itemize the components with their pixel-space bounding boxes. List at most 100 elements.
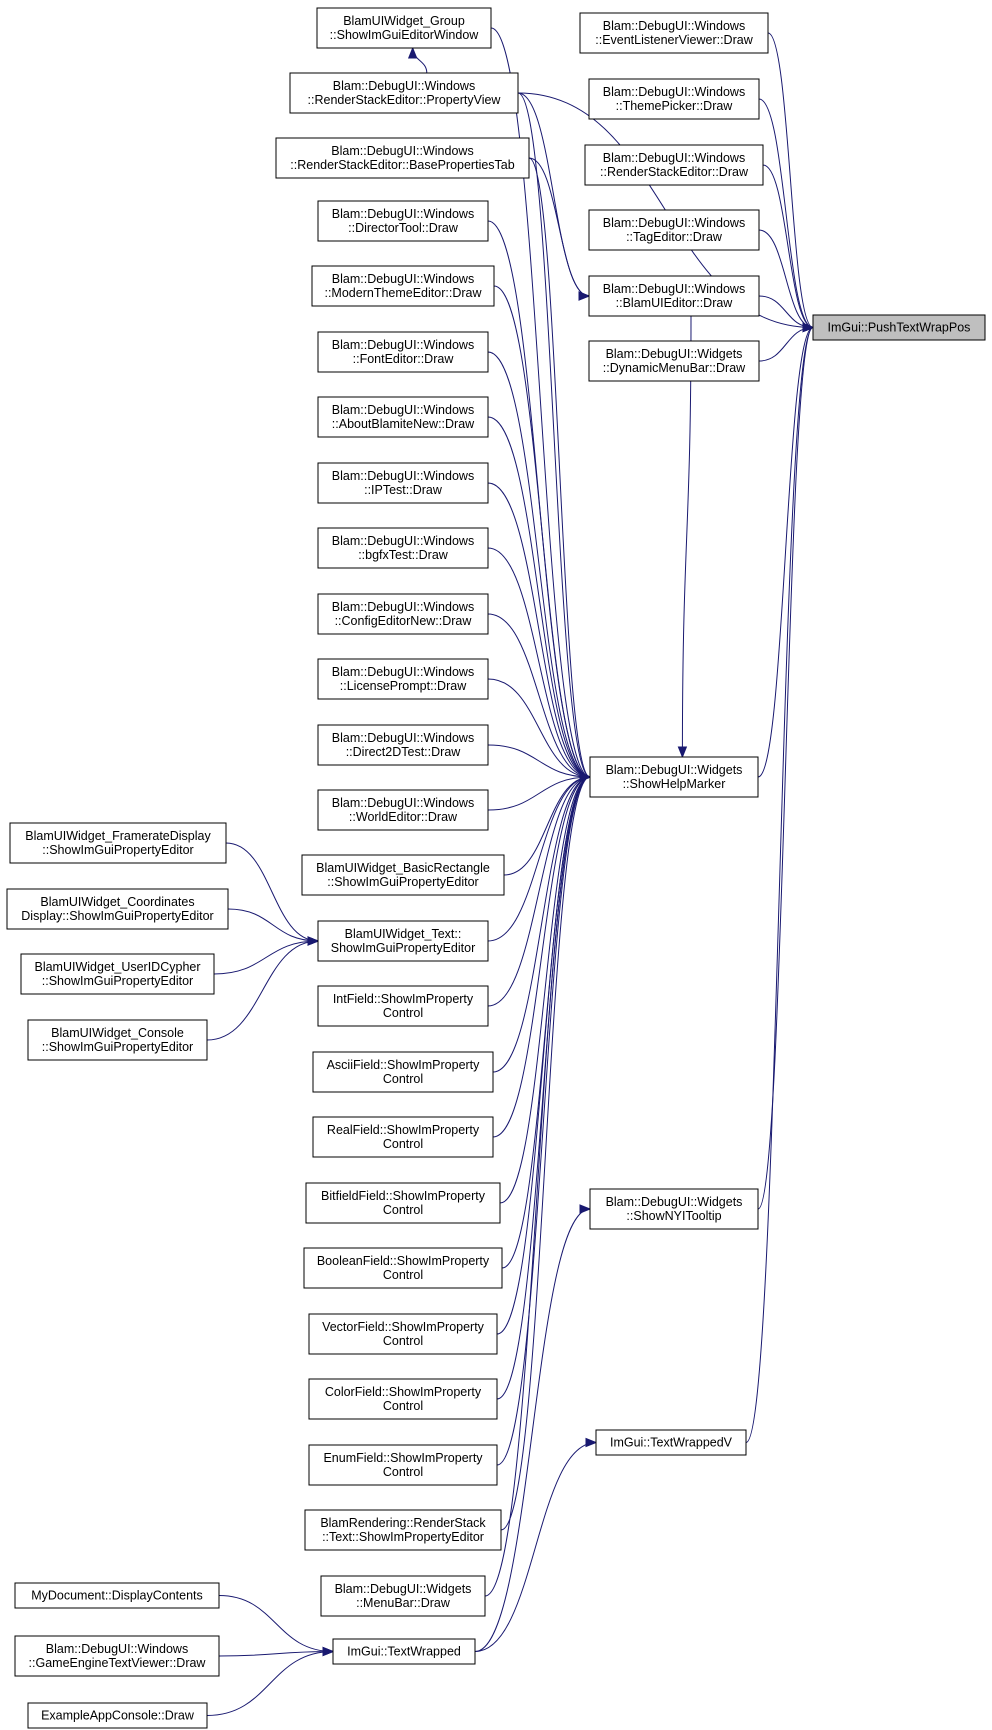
node-label: Display::ShowImGuiPropertyEditor — [21, 909, 213, 923]
node-label: Blam::DebugUI::Windows — [332, 731, 474, 745]
node-label: Blam::DebugUI::Windows — [332, 469, 474, 483]
node-mydoc[interactable]: MyDocument::DisplayContents — [14, 1582, 220, 1609]
edge-line — [528, 157, 590, 297]
node-help[interactable]: Blam::DebugUI::Widgets::ShowHelpMarker — [589, 756, 759, 798]
node-world[interactable]: Blam::DebugUI::Windows::WorldEditor::Dra… — [317, 789, 489, 831]
node-label: ::ShowImGuiPropertyEditor — [42, 843, 193, 857]
node-box — [589, 756, 759, 798]
node-uid[interactable]: BlamUIWidget_UserIDCypher::ShowImGuiProp… — [20, 953, 215, 995]
arrowhead — [579, 772, 592, 782]
node-cfg[interactable]: Blam::DebugUI::Windows::ConfigEditorNew:… — [317, 593, 489, 635]
node-tw[interactable]: ImGui::TextWrapped — [332, 1638, 476, 1665]
arrowhead — [407, 46, 418, 59]
node-label: ::bgfxTest::Draw — [358, 548, 449, 562]
node-ip[interactable]: Blam::DebugUI::Windows::IPTest::Draw — [317, 462, 489, 504]
node-label: ::FontEditor::Draw — [353, 352, 455, 366]
node-rstext[interactable]: BlamRendering::RenderStack::Text::ShowIm… — [304, 1509, 502, 1551]
node-label: Control — [383, 1006, 423, 1020]
edge-line — [487, 482, 591, 778]
node-box — [312, 1116, 494, 1158]
node-about[interactable]: Blam::DebugUI::Windows::AboutBlamiteNew:… — [317, 396, 489, 438]
node-theme[interactable]: Blam::DebugUI::Windows::ThemePicker::Dra… — [588, 78, 760, 120]
arrowhead — [677, 746, 688, 759]
node-coord[interactable]: BlamUIWidget_CoordinatesDisplay::ShowImG… — [6, 888, 229, 930]
node-label: Blam::DebugUI::Widgets — [606, 1195, 743, 1209]
edge-n_ascii-to-n_help — [492, 772, 592, 1073]
node-elv[interactable]: Blam::DebugUI::Windows::EventListenerVie… — [579, 12, 769, 54]
edge-n_tw-to-n_twv — [474, 1437, 598, 1652]
arrowhead — [802, 322, 815, 333]
edge-line — [492, 776, 591, 1073]
node-label: Blam::DebugUI::Windows — [603, 19, 745, 33]
node-text[interactable]: BlamUIWidget_Text::ShowImGuiPropertyEdit… — [317, 920, 489, 962]
node-box — [14, 1582, 220, 1609]
edge-line — [681, 315, 692, 758]
node-bue[interactable]: Blam::DebugUI::Windows::BlamUIEditor::Dr… — [588, 275, 760, 317]
node-tag[interactable]: Blam::DebugUI::Windows::TagEditor::Draw — [588, 209, 760, 251]
node-gtv[interactable]: Blam::DebugUI::Windows::GameEngineTextVi… — [14, 1635, 220, 1677]
node-box — [308, 1313, 498, 1355]
node-lic[interactable]: Blam::DebugUI::Windows::LicensePrompt::D… — [317, 658, 489, 700]
node-rsebp[interactable]: Blam::DebugUI::Windows::RenderStackEdito… — [275, 137, 530, 179]
edge-line — [493, 285, 591, 778]
node-label: Control — [383, 1465, 423, 1479]
edge-line — [206, 940, 319, 1041]
node-dmb[interactable]: Blam::DebugUI::Widgets::DynamicMenuBar::… — [588, 340, 760, 382]
node-eac[interactable]: ExampleAppConsole::Draw — [27, 1702, 208, 1729]
edge-n_cfg-to-n_help — [487, 613, 592, 782]
node-push[interactable]: ImGui::PushTextWrapPos — [812, 314, 986, 341]
node-label: Blam::DebugUI::Windows — [332, 600, 474, 614]
node-rsepv[interactable]: Blam::DebugUI::Windows::RenderStackEdito… — [289, 72, 519, 114]
node-label: ::LicensePrompt::Draw — [340, 679, 467, 693]
node-box — [812, 314, 986, 341]
arrowhead — [322, 1646, 335, 1657]
node-box — [584, 144, 764, 186]
node-font[interactable]: Blam::DebugUI::Windows::FontEditor::Draw — [317, 331, 489, 373]
node-label: ::RenderStackEditor::BasePropertiesTab — [290, 158, 514, 172]
node-twv[interactable]: ImGui::TextWrappedV — [595, 1429, 747, 1456]
node-box — [289, 72, 519, 114]
node-d2d[interactable]: Blam::DebugUI::Windows::Direct2DTest::Dr… — [317, 724, 489, 766]
node-label: BlamUIWidget_Console — [51, 1026, 184, 1040]
node-fps[interactable]: BlamUIWidget_FramerateDisplay::ShowImGui… — [9, 822, 227, 864]
node-bgfx[interactable]: Blam::DebugUI::Windows::bgfxTest::Draw — [317, 527, 489, 569]
node-label: ::EventListenerViewer::Draw — [595, 33, 753, 47]
node-label: ::TagEditor::Draw — [626, 230, 723, 244]
node-label: ::DynamicMenuBar::Draw — [603, 361, 746, 375]
node-nyi[interactable]: Blam::DebugUI::Widgets::ShowNYITooltip — [589, 1188, 759, 1230]
node-mte[interactable]: Blam::DebugUI::Windows::ModernThemeEdito… — [311, 265, 495, 307]
node-box — [311, 265, 495, 307]
edge-line — [487, 547, 591, 778]
edge-line — [487, 613, 591, 778]
node-label: Control — [383, 1072, 423, 1086]
node-box — [304, 1509, 502, 1551]
node-console[interactable]: BlamUIWidget_Console::ShowImGuiPropertyE… — [27, 1019, 208, 1061]
node-label: ::ShowHelpMarker — [623, 777, 726, 791]
edge-n_elv-to-n_push — [767, 32, 815, 333]
edge-line — [206, 1651, 334, 1716]
node-box — [303, 1247, 503, 1289]
node-label: ::ShowImGuiPropertyEditor — [42, 1040, 193, 1054]
node-label: MyDocument::DisplayContents — [31, 1589, 203, 1603]
node-box — [6, 888, 229, 930]
node-box — [275, 137, 530, 179]
node-dir[interactable]: Blam::DebugUI::Windows::DirectorTool::Dr… — [317, 200, 489, 242]
node-rect[interactable]: BlamUIWidget_BasicRectangle::ShowImGuiPr… — [301, 854, 505, 896]
node-label: BlamUIWidget_UserIDCypher — [34, 960, 200, 974]
node-group[interactable]: BlamUIWidget_Group::ShowImGuiEditorWindo… — [316, 7, 492, 49]
edge-line — [218, 1651, 334, 1657]
node-menubar[interactable]: Blam::DebugUI::Widgets::MenuBar::Draw — [320, 1575, 486, 1617]
edge-line — [487, 351, 591, 778]
edge-line — [213, 940, 319, 975]
node-box — [588, 209, 760, 251]
node-rse[interactable]: Blam::DebugUI::Windows::RenderStackEdito… — [584, 144, 764, 186]
